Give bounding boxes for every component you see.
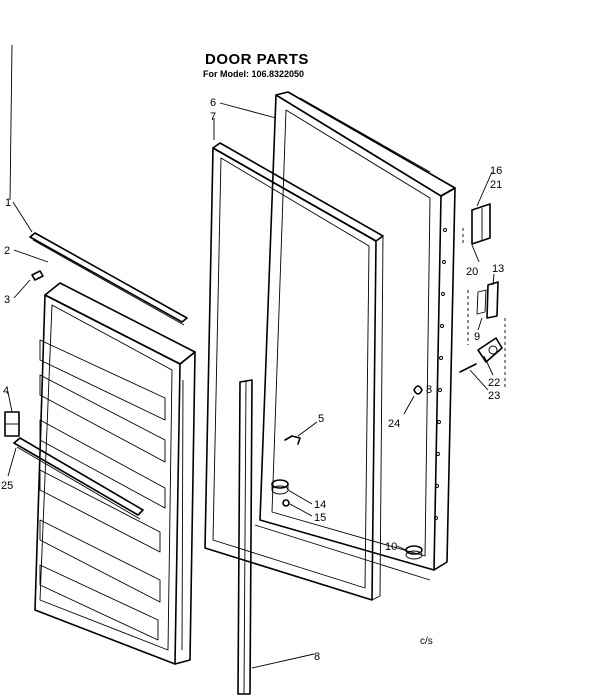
label-20: 20 xyxy=(466,266,478,278)
door-gasket xyxy=(204,142,384,601)
label-13: 13 xyxy=(492,263,504,275)
label-7: 7 xyxy=(210,111,216,123)
corner-code: c/s xyxy=(420,636,433,647)
label-9: 9 xyxy=(474,331,480,343)
breaker-strip xyxy=(237,379,253,695)
door-liner xyxy=(34,282,196,665)
label-8-strip: 8 xyxy=(314,651,320,663)
screw-15 xyxy=(282,499,290,507)
bracket-4 xyxy=(4,411,20,437)
diagram-title: DOOR PARTS xyxy=(205,51,309,68)
spring-24 xyxy=(413,385,423,395)
hinge-pin-14 xyxy=(271,479,289,495)
label-10: 10 xyxy=(385,541,397,553)
spacer-9 xyxy=(476,289,487,315)
label-22: 22 xyxy=(488,377,500,389)
diagram-subtitle: For Model: 106.8322050 xyxy=(203,69,305,79)
label-21: 21 xyxy=(490,179,502,191)
clip-5 xyxy=(284,435,301,445)
shelf-bar xyxy=(13,437,144,520)
latch-22 xyxy=(477,337,503,363)
label-3: 3 xyxy=(4,294,10,306)
screw-3 xyxy=(31,270,44,281)
label-4: 4 xyxy=(3,385,9,397)
label-1: 1 xyxy=(5,197,11,209)
label-15: 15 xyxy=(314,512,326,524)
outer-door-panel xyxy=(254,91,456,581)
label-8-spring: 8 xyxy=(426,384,432,396)
top-trim-strip xyxy=(29,232,188,326)
label-14: 14 xyxy=(314,499,326,511)
left-edge-line xyxy=(9,44,13,201)
label-2: 2 xyxy=(4,245,10,257)
label-23: 23 xyxy=(488,390,500,402)
label-25: 25 xyxy=(1,480,13,492)
handle-13 xyxy=(486,281,499,319)
screw-23 xyxy=(459,363,477,373)
label-16: 16 xyxy=(490,165,502,177)
label-5: 5 xyxy=(318,413,324,425)
label-6: 6 xyxy=(210,97,216,109)
handle-mount-16 xyxy=(471,203,491,245)
label-24: 24 xyxy=(388,418,400,430)
